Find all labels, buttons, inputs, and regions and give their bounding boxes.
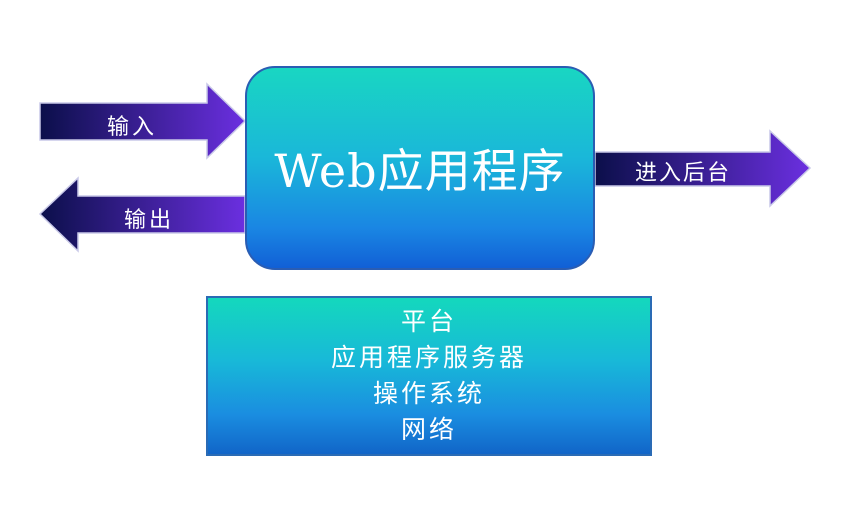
input-arrow-label: 输入 xyxy=(107,115,158,140)
platform-line-app-server: 应用程序服务器 xyxy=(330,343,527,372)
web-application-title: Web应用程序 xyxy=(274,144,566,198)
platform-line-platform: 平台 xyxy=(400,307,457,336)
web-application-box: Web应用程序 xyxy=(245,66,595,270)
platform-line-network: 网络 xyxy=(400,415,457,444)
output-arrow-label: 输出 xyxy=(124,208,175,233)
backend-arrow xyxy=(594,129,812,208)
input-arrow xyxy=(39,82,247,160)
output-arrow xyxy=(38,176,246,253)
platform-line-os: 操作系统 xyxy=(372,379,485,408)
backend-arrow-label: 进入后台 xyxy=(635,161,732,186)
platform-box: 平台 应用程序服务器 操作系统 网络 xyxy=(206,296,652,456)
